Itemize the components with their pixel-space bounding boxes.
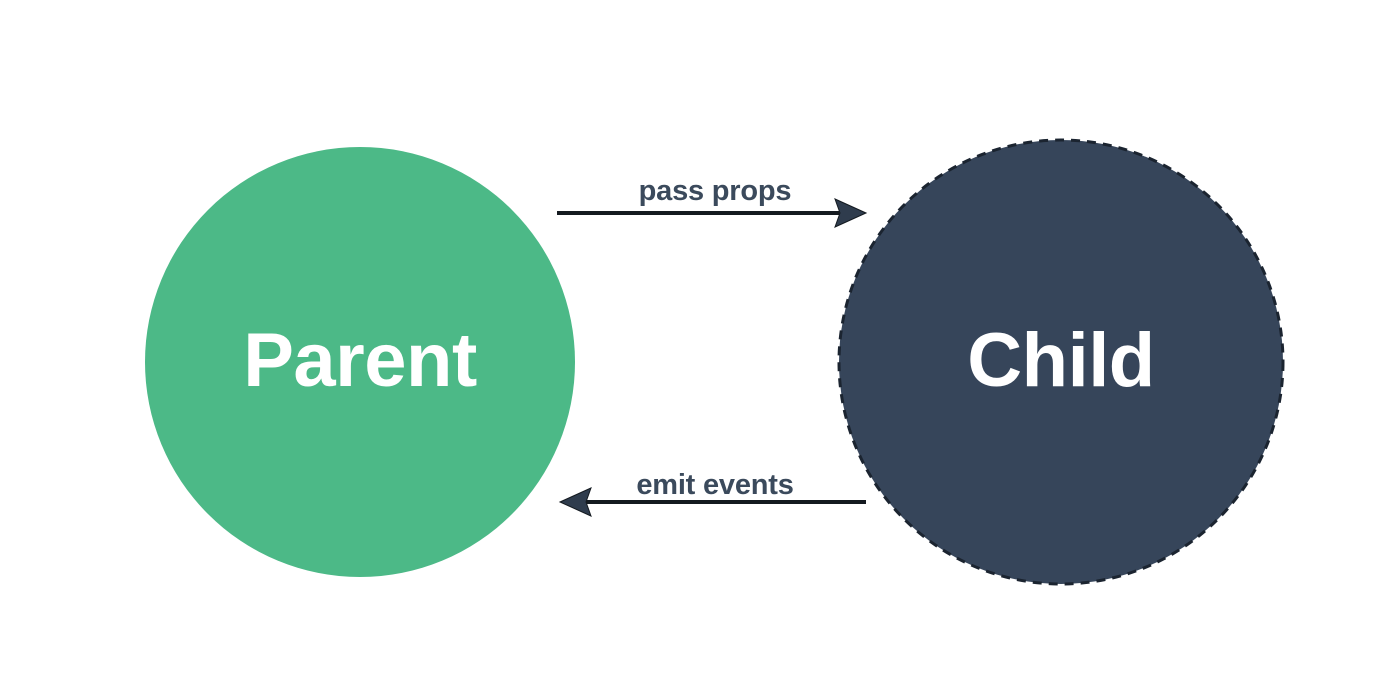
emit-events-label: emit events: [636, 469, 793, 501]
emit-events-arrowhead-icon: [558, 487, 592, 517]
edge-emit-events[interactable]: emit events: [558, 469, 866, 517]
child-node-label: Child: [967, 318, 1154, 403]
node-parent[interactable]: Parent: [145, 147, 575, 577]
parent-circle-shape: [145, 147, 575, 577]
pass-props-arrowhead-icon: [834, 198, 868, 228]
parent-node-label: Parent: [243, 318, 477, 403]
node-child[interactable]: Child: [837, 138, 1285, 586]
child-circle-shape: [837, 138, 1285, 586]
edge-pass-props[interactable]: pass props: [557, 175, 868, 228]
pass-props-label: pass props: [639, 175, 792, 207]
